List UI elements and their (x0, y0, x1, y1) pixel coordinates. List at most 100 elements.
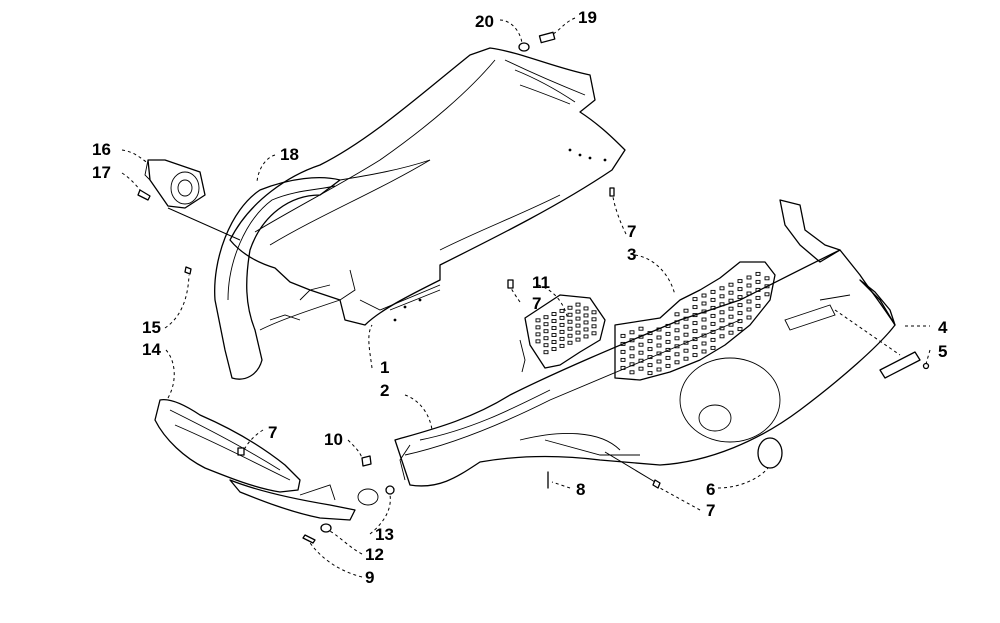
callout-19: 19 (578, 8, 597, 27)
part-front-hoop (214, 177, 356, 380)
plate-hole (638, 366, 644, 371)
plate-hole (728, 322, 734, 327)
plate-hole (575, 330, 581, 335)
plate-hole (543, 343, 549, 348)
plate-hole (535, 339, 541, 344)
plate-hole (710, 289, 716, 294)
plate-hole (551, 319, 557, 323)
part-footrest-plate (614, 261, 776, 381)
plate-hole (551, 333, 557, 337)
plate-hole (665, 355, 671, 360)
plate-hole (567, 340, 573, 345)
plate-hole (567, 333, 573, 338)
plate-hole (638, 350, 644, 355)
part-small-plate (519, 294, 606, 373)
callout-6: 6 (706, 480, 715, 499)
callout-16: 16 (92, 140, 111, 159)
bolt-19 (538, 31, 556, 44)
plate-hole (638, 326, 644, 331)
plate-hole (638, 342, 644, 347)
screw-5 (922, 362, 930, 370)
plate-hole (701, 333, 707, 338)
plate-hole (559, 315, 565, 320)
plate-hole (764, 292, 770, 297)
plate-hole (683, 340, 689, 345)
callout-1: 1 (380, 358, 389, 377)
plate-hole (701, 317, 707, 322)
plate-hole (728, 306, 734, 311)
footrest-plate-holes (620, 271, 770, 376)
plate-hole (647, 331, 653, 336)
plate-hole (656, 367, 662, 372)
plate-hole (647, 347, 653, 352)
plate-hole (755, 287, 761, 292)
plate-hole (543, 350, 549, 355)
plate-hole (737, 327, 743, 332)
plate-hole (551, 340, 557, 344)
callout-18: 18 (280, 145, 299, 164)
plate-hole (746, 299, 752, 304)
plate-hole (674, 344, 680, 349)
plate-hole (728, 314, 734, 319)
plate-hole (728, 290, 734, 295)
callout-15: 15 (142, 318, 161, 337)
plate-hole (656, 335, 662, 340)
plate-hole (755, 271, 761, 276)
plate-hole (543, 329, 549, 334)
plate-hole (701, 349, 707, 354)
plate-hole (575, 302, 581, 307)
plate-hole (701, 309, 707, 314)
rivet-7-top (609, 187, 615, 197)
plate-hole (683, 324, 689, 329)
plate-hole (656, 343, 662, 348)
plate-hole (535, 325, 541, 330)
plate-hole (575, 316, 581, 321)
plate-hole (559, 308, 565, 313)
plate-hole (719, 326, 725, 331)
callout-8: 8 (576, 480, 585, 499)
plate-hole (683, 316, 689, 321)
plate-hole (746, 307, 752, 312)
plate-hole (737, 279, 743, 284)
plate-hole (665, 339, 671, 344)
plate-hole (559, 336, 565, 341)
plate-hole (583, 306, 589, 311)
plate-hole (728, 298, 734, 303)
plate-hole (737, 287, 743, 292)
plate-hole (746, 283, 752, 288)
plate-hole (701, 341, 707, 346)
callout-9: 11 (532, 273, 550, 292)
plate-hole (620, 365, 626, 370)
callout-7-top: 7 (627, 222, 636, 241)
plate-hole (535, 332, 541, 337)
plate-hole (559, 329, 565, 334)
plate-hole (737, 311, 743, 316)
plate-hole (710, 321, 716, 326)
plate-hole (591, 310, 597, 315)
plate-hole (692, 345, 698, 350)
plate-hole (737, 319, 743, 324)
plate-hole (701, 293, 707, 298)
plate-hole (674, 352, 680, 357)
plate-hole (620, 349, 626, 354)
plate-hole (620, 333, 626, 338)
rivet-7-lower (652, 479, 661, 489)
callout-3: 3 (627, 245, 636, 264)
plate-hole (719, 318, 725, 323)
plate-hole (567, 312, 573, 317)
plate-hole (692, 321, 698, 326)
plate-hole (559, 343, 565, 348)
plate-hole (656, 351, 662, 356)
plate-hole (583, 334, 589, 339)
plate-hole (543, 336, 549, 341)
leader-lines (121, 17, 931, 578)
plate-hole (647, 339, 653, 344)
callout-12: 12 (365, 545, 384, 564)
plate-hole (683, 332, 689, 337)
callout-17: 17 (92, 163, 111, 182)
plate-hole (719, 286, 725, 291)
plate-hole (638, 334, 644, 339)
plate-hole (551, 347, 557, 351)
callout-14: 14 (142, 340, 161, 359)
